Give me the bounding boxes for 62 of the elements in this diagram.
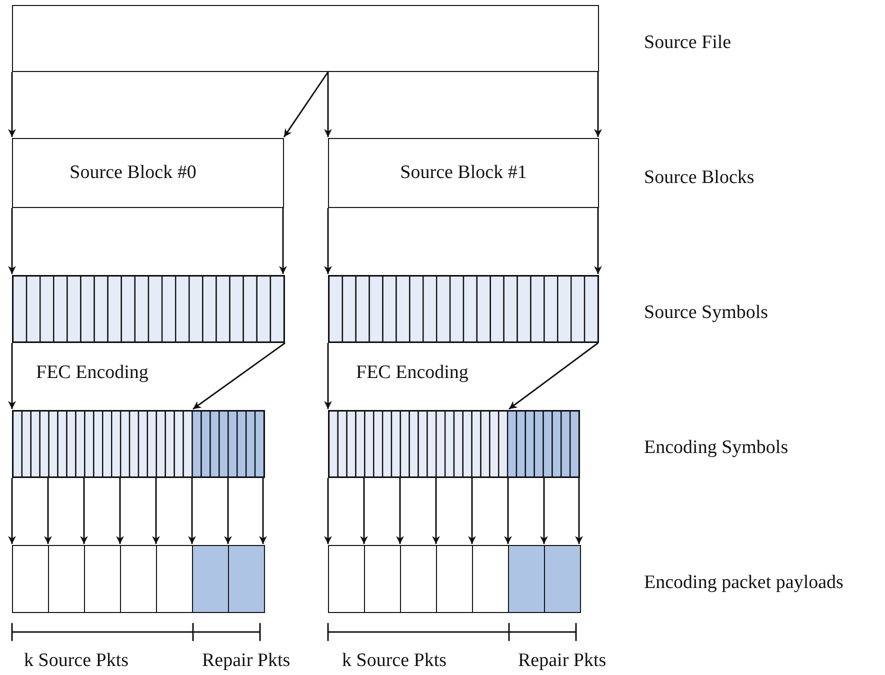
bracket-label: Repair Pkts	[518, 650, 606, 672]
arrow	[432, 478, 440, 544]
symbol-strip	[328, 410, 580, 478]
arrow	[324, 343, 332, 409]
process-label: FEC Encoding	[356, 362, 468, 384]
row-label: Encoding packet payloads	[644, 572, 844, 594]
bracket-label: Repair Pkts	[202, 650, 290, 672]
arrow	[283, 72, 329, 138]
arrow	[188, 478, 196, 544]
packet-box	[48, 545, 85, 613]
packet-box	[12, 545, 49, 613]
arrow	[504, 478, 512, 544]
packet-box	[228, 545, 265, 613]
symbol-strip	[328, 275, 599, 343]
arrow	[594, 72, 602, 137]
bracket-label: k Source Pkts	[24, 650, 128, 672]
packet-box	[472, 545, 509, 613]
arrow	[152, 478, 160, 544]
arrow	[259, 478, 267, 544]
arrow	[116, 478, 124, 544]
packet-box	[400, 545, 437, 613]
arrow	[360, 478, 368, 544]
packet-box	[84, 545, 121, 613]
arrow	[575, 478, 583, 544]
file-box	[12, 5, 599, 72]
arrow	[324, 208, 332, 274]
packet-box	[544, 545, 581, 613]
symbol-strip	[12, 275, 285, 343]
packet-box	[436, 545, 473, 613]
arrow	[279, 208, 287, 274]
block-box	[328, 138, 599, 208]
arrow	[540, 478, 548, 544]
packet-box	[156, 545, 193, 613]
packet-box	[508, 545, 545, 613]
arrow	[8, 72, 16, 137]
arrow	[396, 478, 404, 544]
arrow	[468, 478, 476, 544]
arrow	[8, 208, 16, 274]
block-label: Source Block #1	[400, 162, 527, 184]
row-label: Source Blocks	[644, 167, 754, 189]
arrow	[224, 478, 232, 544]
symbol-strip	[12, 410, 265, 478]
arrow	[324, 478, 332, 544]
arrow	[508, 342, 598, 410]
row-label: Encoding Symbols	[644, 437, 788, 459]
packet-box	[192, 545, 229, 613]
packet-box	[328, 545, 365, 613]
process-label: FEC Encoding	[36, 362, 148, 384]
block-box	[12, 138, 284, 208]
packet-box	[120, 545, 157, 613]
arrow	[594, 208, 602, 274]
packet-box	[364, 545, 401, 613]
bracket-label: k Source Pkts	[342, 650, 446, 672]
row-label: Source Symbols	[644, 302, 768, 324]
row-label: Source File	[644, 32, 732, 54]
arrow	[8, 478, 16, 544]
arrow	[192, 342, 286, 410]
block-label: Source Block #0	[70, 162, 196, 184]
arrow	[44, 478, 52, 544]
arrow	[80, 478, 88, 544]
arrow	[324, 72, 332, 137]
arrow	[8, 343, 16, 409]
